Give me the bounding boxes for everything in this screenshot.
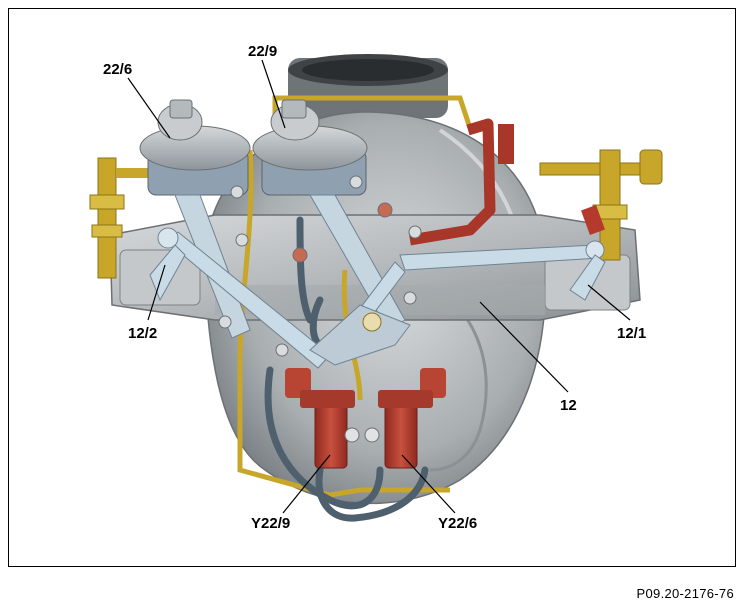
- left-brass-fittings: [89, 157, 156, 279]
- mounting-bolts: [218, 175, 422, 357]
- callout-22-6: 22/6: [103, 61, 133, 78]
- callout-12-1: 12/1: [617, 325, 647, 342]
- valve-screws: [344, 427, 380, 443]
- solenoid-valve-y22-9: [285, 368, 355, 469]
- vacuum-hoses: [264, 216, 429, 522]
- callout-12: 12: [560, 397, 577, 414]
- solenoid-valve-y22-6: [378, 368, 446, 469]
- linkage-plate: [309, 304, 411, 366]
- intake-neck: [288, 54, 448, 118]
- leader-lines: [127, 59, 631, 514]
- right-brass-fittings: [539, 149, 663, 261]
- figure-reference: P09.20-2176-76: [636, 586, 734, 601]
- callout-y22-9: Y22/9: [251, 515, 291, 532]
- callout-22-9: 22/9: [248, 43, 278, 60]
- red-vacuum-pipe: [409, 118, 605, 246]
- callout-y22-6: Y22/6: [438, 515, 478, 532]
- callout-12-2: 12/2: [128, 325, 158, 342]
